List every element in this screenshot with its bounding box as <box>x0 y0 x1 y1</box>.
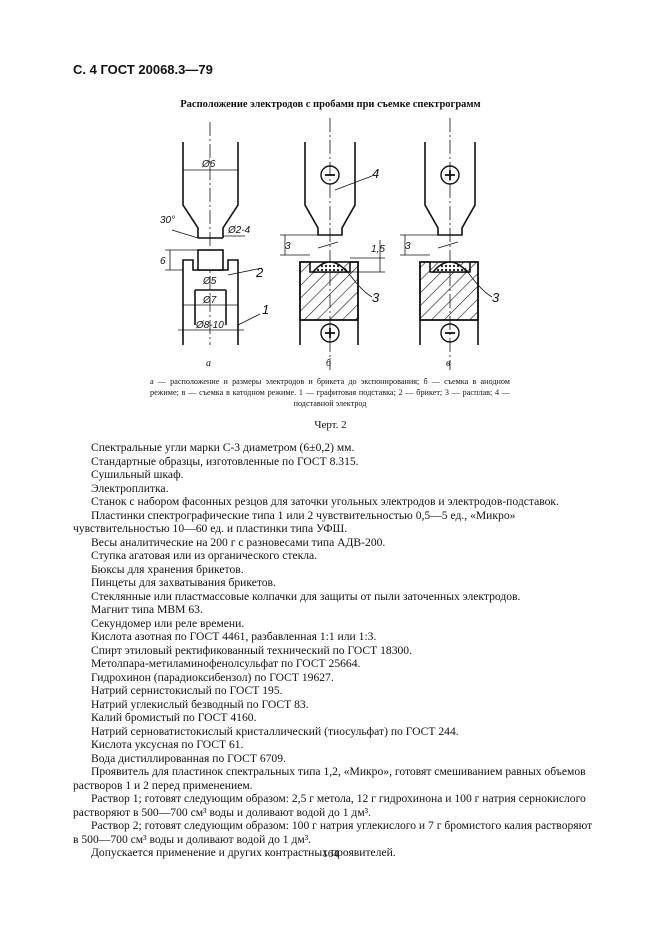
dim-angle: 30° <box>160 215 175 226</box>
body-paragraph: Натрий углекислый безводный по ГОСТ 83. <box>91 697 309 711</box>
sublabel-b: б <box>326 358 332 369</box>
body-paragraph: Пинцеты для захватывания брикетов. <box>91 576 276 589</box>
body-paragraph: Весы аналитические на 200 г с разновесам… <box>91 535 386 549</box>
body-paragraph: Пластинки спектрографические типа 1 или … <box>73 508 516 536</box>
dim-3-b: 3 <box>285 241 291 252</box>
figure-caption: а — расположение и размеры электродов и … <box>150 377 510 408</box>
dim-6: 6 <box>160 256 166 267</box>
callout-3-v: 3 <box>492 290 500 305</box>
body-text: Спектральные угли марки С-3 диаметром (6… <box>73 441 596 860</box>
dim-d8-10: Ø8-10 <box>195 320 224 331</box>
panel-v <box>400 118 493 370</box>
callout-2: 2 <box>255 265 264 280</box>
dim-d5: Ø5 <box>202 276 217 287</box>
body-paragraph: Электроплитка. <box>91 481 169 495</box>
body-paragraph: Натрий серноватистокислый кристаллически… <box>91 724 459 738</box>
body-paragraph: Кислота азотная по ГОСТ 4461, разбавленн… <box>91 630 377 643</box>
body-paragraph: Стеклянные или пластмассовые колпачки дл… <box>91 589 521 603</box>
page-header: С. 4 ГОСТ 20068.3—79 <box>73 62 213 77</box>
body-paragraph: Стандартные образцы, изготовленные по ГО… <box>91 454 359 468</box>
body-paragraph: Раствор 1; готовят следующим образом: 2,… <box>73 792 586 819</box>
body-paragraph: Спирт этиловый ректификованный техническ… <box>91 643 413 657</box>
dim-3-v: 3 <box>405 241 411 252</box>
body-paragraph: Раствор 2; готовят следующим образом: 10… <box>73 819 593 846</box>
body-paragraph: Допускается применение и других контраст… <box>91 846 396 859</box>
dim-1-5: 1,5 <box>371 244 385 255</box>
callout-1: 1 <box>262 302 269 317</box>
body-paragraph: Вода дистиллированная по ГОСТ 6709. <box>91 751 286 765</box>
callout-4: 4 <box>372 166 379 181</box>
dim-d2-4: Ø2-4 <box>227 225 251 236</box>
body-paragraph: Секундомер или реле времени. <box>91 616 245 630</box>
body-paragraph: Бюксы для хранения брикетов. <box>91 562 244 576</box>
body-paragraph: Сушильный шкаф. <box>91 468 184 481</box>
body-paragraph: Калий бромистый по ГОСТ 4160. <box>91 711 257 724</box>
dim-d6: Ø6 <box>201 159 216 170</box>
body-paragraph: Проявитель для пластинок спектральных ти… <box>73 765 586 792</box>
figure-number: Черт. 2 <box>314 419 347 431</box>
body-paragraph: Магнит типа МВМ 63. <box>91 603 203 616</box>
body-paragraph: Гидрохинон (парадиоксибензол) по ГОСТ 19… <box>91 670 334 684</box>
sublabel-v: в <box>446 358 451 369</box>
figure-title: Расположение электродов с пробами при съ… <box>180 99 481 110</box>
sublabel-a: а <box>206 358 211 369</box>
page-number: 164 <box>322 848 339 860</box>
body-paragraph: Ступка агатовая или из органического сте… <box>91 549 318 562</box>
callout-3-b: 3 <box>372 290 380 305</box>
panel-a <box>165 122 263 345</box>
body-paragraph: Спектральные угли марки С-3 диаметром (6… <box>91 441 355 454</box>
body-paragraph: Натрий сернистокислый по ГОСТ 195. <box>91 684 283 697</box>
body-paragraph: Метолпара-метиламинофенолсульфат по ГОСТ… <box>91 657 361 670</box>
body-paragraph: Кислота уксусная по ГОСТ 61. <box>91 738 244 751</box>
body-paragraph: Станок с набором фасонных резцов для зат… <box>91 495 559 508</box>
dim-d7: Ø7 <box>202 295 217 306</box>
electrode-diagram: Ø6 30° Ø2-4 6 Ø5 Ø7 Ø8-10 3 1,5 3 1 2 3 … <box>160 118 500 370</box>
